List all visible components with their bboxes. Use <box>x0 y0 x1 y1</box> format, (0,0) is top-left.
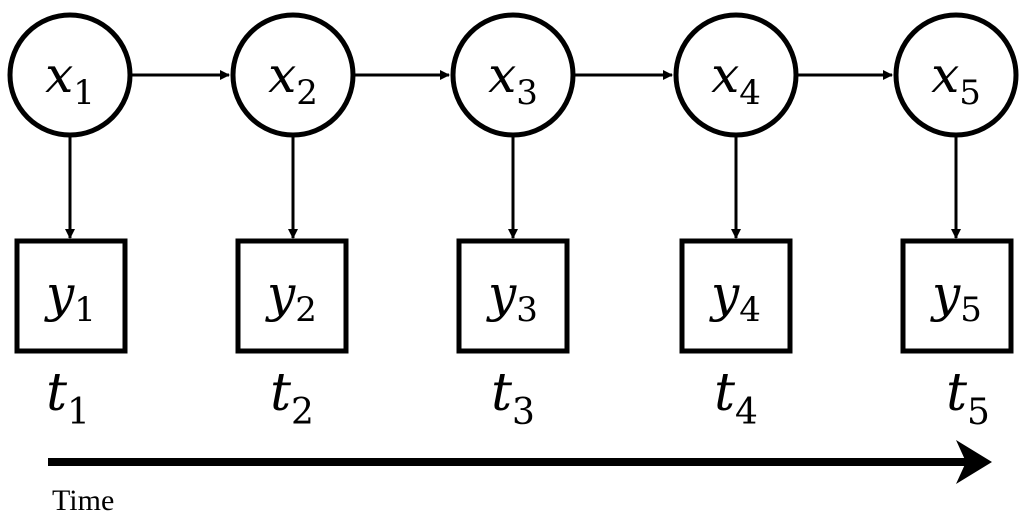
hidden-state-node: x5 <box>893 12 1019 138</box>
observation-node: y3 <box>456 238 570 354</box>
observation-label: y2 <box>265 265 317 330</box>
hidden-state-node: x4 <box>673 12 799 138</box>
hidden-state-circle <box>7 12 133 138</box>
time-step-label: t1 <box>46 363 90 433</box>
observation-box <box>900 238 1014 354</box>
time-step-label: t2 <box>270 363 314 433</box>
time-axis-arrowhead <box>956 440 992 484</box>
observation-node: y1 <box>14 238 128 354</box>
hidden-state-label: x3 <box>488 46 538 113</box>
hidden-state-circle <box>673 12 799 138</box>
observation-label: y4 <box>709 265 761 330</box>
hidden-state-node: x3 <box>450 12 576 138</box>
observation-box <box>14 238 128 354</box>
hidden-state-circle <box>230 12 356 138</box>
time-step-label: t5 <box>946 363 990 433</box>
observation-node: y5 <box>900 238 1014 354</box>
hidden-state-node: x1 <box>7 12 133 138</box>
time-axis-label: Time <box>52 484 114 517</box>
hidden-state-circle <box>450 12 576 138</box>
observation-node: y4 <box>679 238 793 354</box>
time-axis-arrow <box>48 440 992 484</box>
observation-label: y1 <box>44 265 96 330</box>
hidden-state-label: x1 <box>45 46 95 113</box>
hidden-state-node: x2 <box>230 12 356 138</box>
hidden-state-label: x4 <box>711 46 761 113</box>
time-step-label: t4 <box>714 363 758 433</box>
observation-box <box>235 238 349 354</box>
hidden-state-circle <box>893 12 1019 138</box>
observation-box <box>456 238 570 354</box>
observation-box <box>679 238 793 354</box>
hidden-state-label: x5 <box>931 46 981 113</box>
observation-node: y2 <box>235 238 349 354</box>
observation-label: y5 <box>930 265 982 330</box>
hidden-state-label: x2 <box>268 46 318 113</box>
observation-label: y3 <box>486 265 538 330</box>
time-step-label: t3 <box>491 363 535 433</box>
